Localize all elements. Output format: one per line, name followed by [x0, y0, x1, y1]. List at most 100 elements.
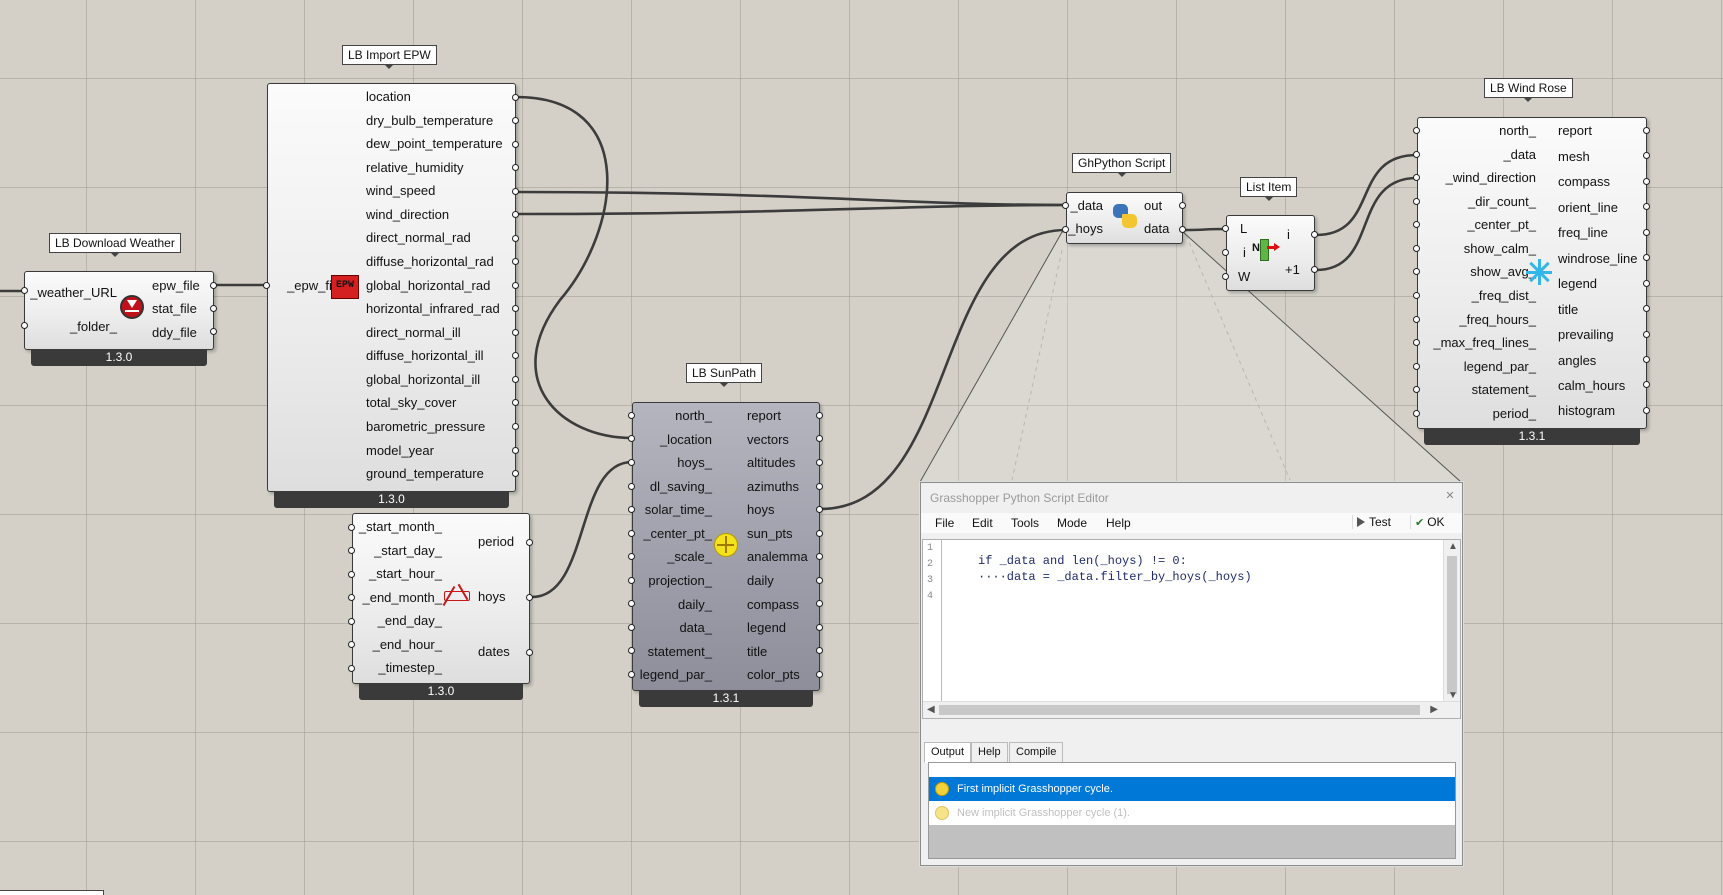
port-out[interactable]: [816, 671, 823, 678]
port-in[interactable]: [1413, 363, 1420, 370]
port-in[interactable]: [348, 547, 355, 554]
port-out[interactable]: [1311, 266, 1318, 273]
menu-help[interactable]: Help: [1106, 516, 1131, 530]
port-in[interactable]: [1062, 226, 1069, 233]
close-icon[interactable]: ✕: [1445, 490, 1455, 502]
test-button[interactable]: Test: [1352, 515, 1395, 529]
menu-edit[interactable]: Edit: [972, 516, 993, 530]
port-out[interactable]: [512, 376, 519, 383]
port-out[interactable]: [512, 329, 519, 336]
port-in[interactable]: [1413, 221, 1420, 228]
port-in[interactable]: [1222, 249, 1229, 256]
port-in[interactable]: [628, 671, 635, 678]
port-out[interactable]: [512, 470, 519, 477]
port-out[interactable]: [1643, 381, 1650, 388]
output-row[interactable]: New implicit Grasshopper cycle (1).: [929, 801, 1455, 825]
menu-mode[interactable]: Mode: [1057, 516, 1088, 530]
scroll-up-icon[interactable]: ▲: [1448, 541, 1458, 552]
port-out[interactable]: [512, 141, 519, 148]
scroll-down-icon[interactable]: ▼: [1448, 690, 1458, 701]
port-in[interactable]: [1413, 127, 1420, 134]
port-out[interactable]: [1643, 152, 1650, 159]
port-out[interactable]: [512, 352, 519, 359]
port-out[interactable]: [1643, 280, 1650, 287]
port-out[interactable]: [210, 282, 217, 289]
port-in[interactable]: [1413, 292, 1420, 299]
port-in[interactable]: [1413, 316, 1420, 323]
port-out[interactable]: [816, 600, 823, 607]
port-in[interactable]: [628, 530, 635, 537]
port-out[interactable]: [816, 624, 823, 631]
output-panel[interactable]: First implicit Grasshopper cycle. New im…: [928, 762, 1456, 859]
port-out[interactable]: [1643, 127, 1650, 134]
port-in[interactable]: [628, 553, 635, 560]
port-out[interactable]: [1643, 178, 1650, 185]
port-out[interactable]: [1643, 229, 1650, 236]
port-in[interactable]: [1413, 245, 1420, 252]
menu-file[interactable]: File: [935, 516, 955, 530]
menu-tools[interactable]: Tools: [1011, 516, 1040, 530]
port-out[interactable]: [816, 435, 823, 442]
port-out[interactable]: [512, 211, 519, 218]
port-out[interactable]: [816, 530, 823, 537]
port-in[interactable]: [628, 435, 635, 442]
port-out[interactable]: [512, 423, 519, 430]
port-out[interactable]: [816, 412, 823, 419]
port-in[interactable]: [348, 641, 355, 648]
tab-output[interactable]: Output: [924, 742, 972, 763]
port-in[interactable]: [21, 322, 28, 329]
vertical-scrollbar[interactable]: ▲ ▼: [1443, 540, 1460, 702]
port-in[interactable]: [628, 412, 635, 419]
port-out[interactable]: [512, 447, 519, 454]
port-in[interactable]: [263, 282, 270, 289]
port-out[interactable]: [210, 328, 217, 335]
port-out[interactable]: [512, 188, 519, 195]
python-editor-window[interactable]: Grasshopper Python Script Editor ✕ File …: [920, 482, 1463, 866]
wind-rose-component[interactable]: north_ _data _wind_direction _dir_count_…: [1417, 117, 1647, 445]
port-out[interactable]: [512, 305, 519, 312]
port-out[interactable]: [1179, 202, 1186, 209]
port-out[interactable]: [816, 577, 823, 584]
sunpath-component[interactable]: north_ _location hoys_ dl_saving_ solar_…: [632, 402, 820, 707]
port-in[interactable]: [628, 577, 635, 584]
port-in[interactable]: [628, 647, 635, 654]
port-out[interactable]: [816, 647, 823, 654]
port-in[interactable]: [1413, 386, 1420, 393]
port-out[interactable]: [1643, 356, 1650, 363]
tab-help[interactable]: Help: [971, 742, 1008, 763]
port-out[interactable]: [512, 117, 519, 124]
port-out[interactable]: [1311, 231, 1318, 238]
port-in[interactable]: [348, 524, 355, 531]
code-editor[interactable]: 1 2 3 4 if _data and len(_hoys) != 0: ··…: [922, 539, 1461, 719]
port-out[interactable]: [512, 235, 519, 242]
port-out[interactable]: [1643, 305, 1650, 312]
scroll-right-icon[interactable]: ▶: [1430, 704, 1438, 715]
python-component[interactable]: _data _hoys out data: [1066, 192, 1183, 244]
port-in[interactable]: [1062, 202, 1069, 209]
port-in[interactable]: [1413, 410, 1420, 417]
port-in[interactable]: [628, 624, 635, 631]
port-in[interactable]: [1413, 268, 1420, 275]
port-in[interactable]: [348, 571, 355, 578]
list-item-component[interactable]: L i W i +1 N: [1226, 215, 1315, 291]
port-in[interactable]: [1413, 151, 1420, 158]
port-out[interactable]: [526, 649, 533, 656]
port-out[interactable]: [1179, 226, 1186, 233]
port-in[interactable]: [348, 665, 355, 672]
scrollbar-thumb[interactable]: [1447, 556, 1457, 694]
port-out[interactable]: [1643, 203, 1650, 210]
download-weather-component[interactable]: _weather_URL _folder_ epw_file stat_file…: [24, 271, 214, 366]
port-out[interactable]: [512, 164, 519, 171]
port-in[interactable]: [628, 506, 635, 513]
port-out[interactable]: [816, 553, 823, 560]
port-in[interactable]: [21, 287, 28, 294]
port-in[interactable]: [628, 600, 635, 607]
port-in[interactable]: [348, 618, 355, 625]
port-out[interactable]: [1643, 407, 1650, 414]
port-in[interactable]: [348, 594, 355, 601]
port-in[interactable]: [1222, 225, 1229, 232]
port-in[interactable]: [1413, 198, 1420, 205]
port-out[interactable]: [210, 305, 217, 312]
port-out[interactable]: [512, 399, 519, 406]
port-out[interactable]: [1643, 331, 1650, 338]
